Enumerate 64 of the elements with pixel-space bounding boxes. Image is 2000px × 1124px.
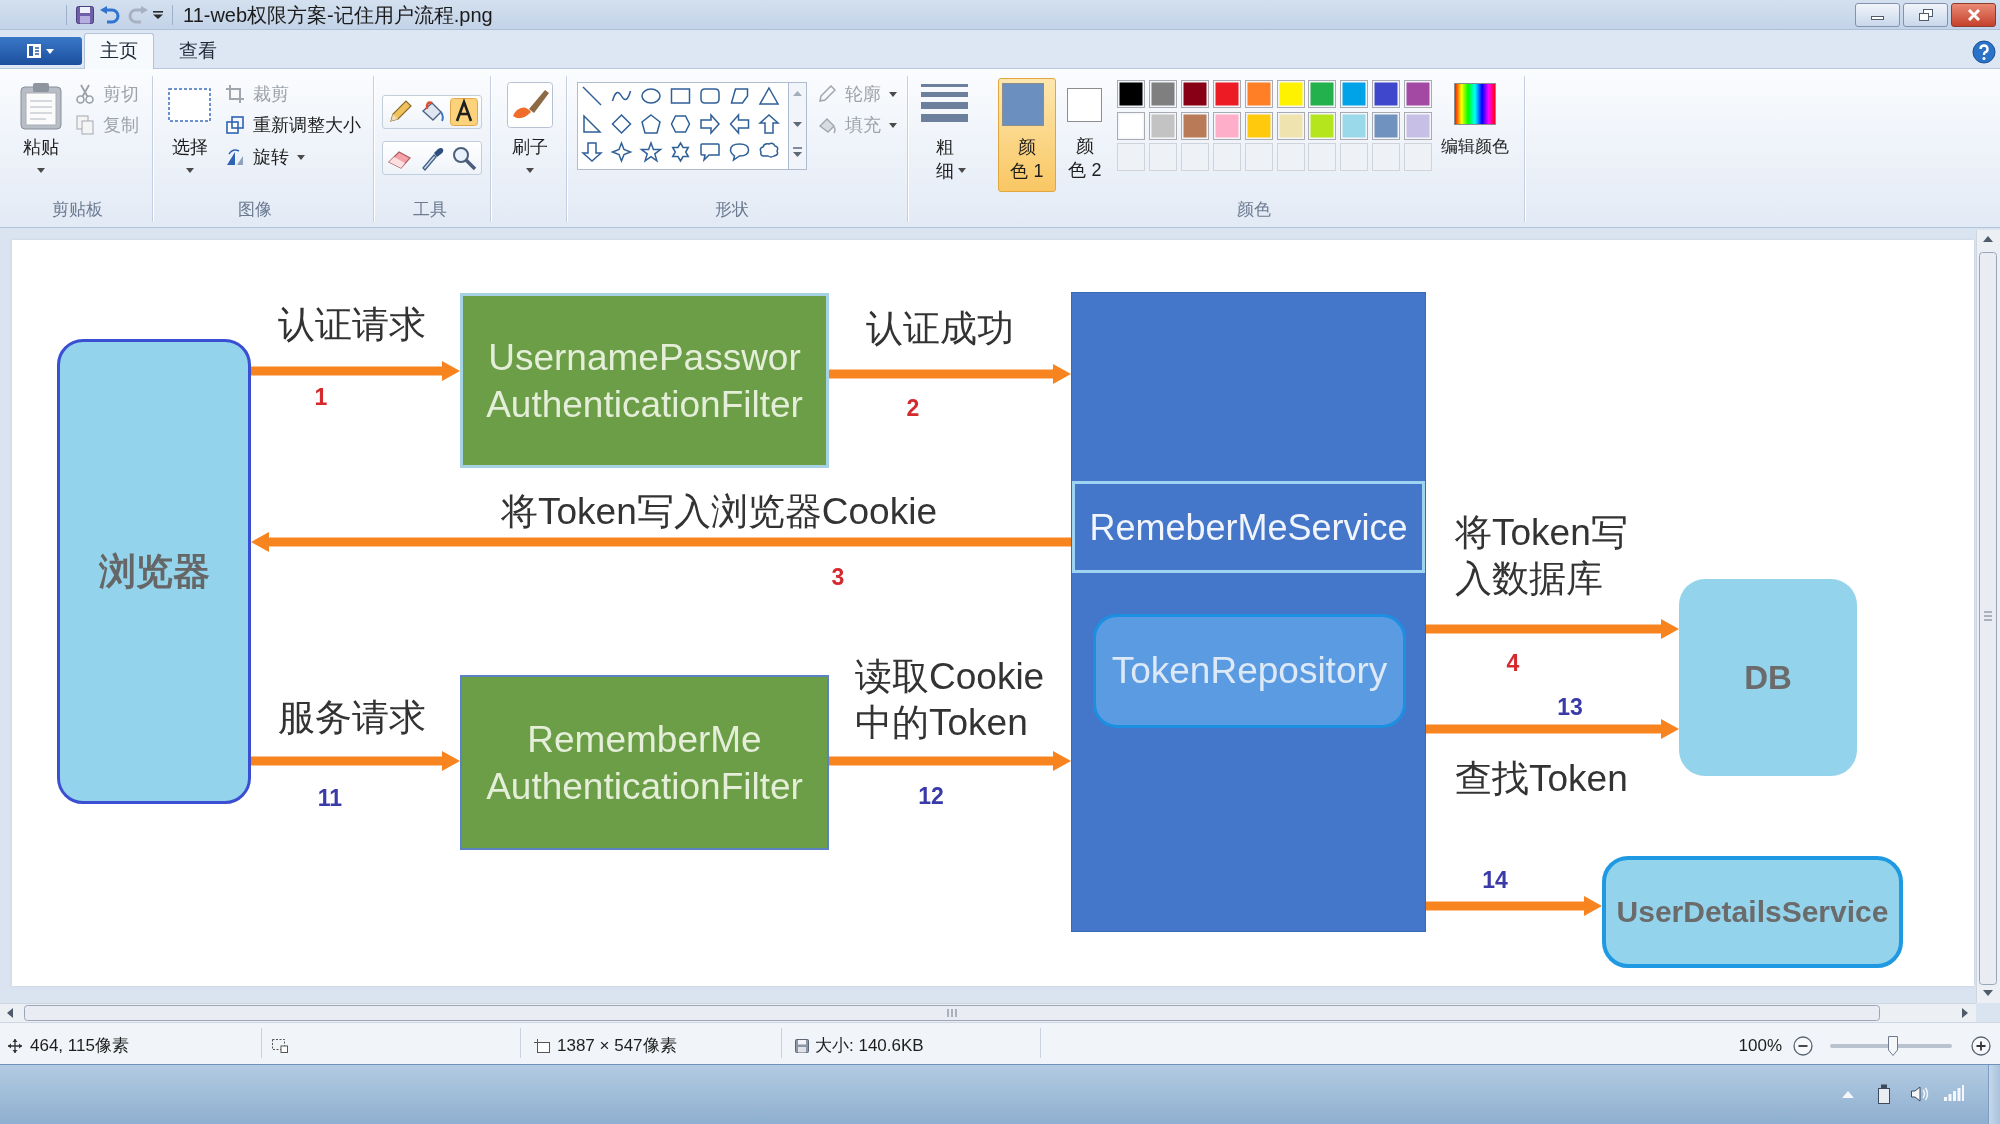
tab-label: 查看 — [179, 39, 217, 63]
node-label: TokenRepository — [1111, 649, 1388, 693]
step-number: 12 — [918, 782, 944, 810]
process-box — [460, 675, 829, 850]
command-label: 刷子 — [512, 136, 548, 159]
group-label: 图像 — [238, 200, 272, 220]
command-label: 旋转 — [253, 147, 289, 167]
arrow — [1426, 719, 1679, 739]
command-label: 粘贴 — [23, 136, 59, 159]
step-number: 11 — [317, 784, 343, 812]
node-label: 浏览器 — [98, 549, 210, 594]
command-label: 裁剪 — [253, 84, 289, 104]
rounded-box — [57, 339, 251, 804]
process-box — [1072, 481, 1425, 573]
step-number: 2 — [906, 394, 920, 422]
step-number: 1 — [314, 383, 328, 411]
arrow — [829, 364, 1071, 384]
command-label: 选择 — [172, 136, 208, 159]
tab: 主页 — [84, 33, 154, 69]
rounded-box — [1602, 856, 1903, 968]
group-label: 剪贴板 — [51, 200, 103, 220]
edge-label: 将Token写入数据库 — [1455, 511, 1629, 601]
arrow — [829, 751, 1071, 771]
edge-label: 查找Token — [1455, 757, 1628, 801]
edge-label: 认证成功 — [866, 307, 1014, 351]
command-label: 重新调整大小 — [253, 115, 361, 135]
rounded-box — [1679, 579, 1857, 776]
status-text: 大小: 140.6KB — [815, 1036, 924, 1056]
arrow — [251, 532, 1072, 552]
command-label: 剪切 — [103, 84, 139, 104]
rounded-box — [1093, 614, 1406, 728]
command-label: 颜色 2 — [1068, 135, 1102, 182]
command-label: 复制 — [103, 115, 139, 135]
status-text: 1387 × 547像素 — [557, 1036, 677, 1056]
node-label: UserDetailsService — [1616, 894, 1889, 930]
node-label: UsernamePasswor AuthenticationFilter — [485, 335, 804, 427]
group-label: 工具 — [413, 200, 447, 220]
status-text: 100% — [1738, 1036, 1782, 1056]
process-box — [460, 293, 829, 468]
step-number: 4 — [1506, 649, 1520, 677]
edge-label: 认证请求 — [278, 303, 426, 347]
command-label: 编辑颜色 — [1441, 136, 1509, 158]
command-label: 填充 — [845, 115, 881, 135]
group-label: 形状 — [715, 200, 749, 220]
container-box — [1071, 292, 1426, 932]
edge-label: 服务请求 — [278, 696, 426, 740]
arrow — [251, 751, 460, 771]
command-label: 粗细 — [935, 136, 955, 183]
node-label: DB — [1744, 658, 1792, 698]
edge-label: 读取Cookie中的Token — [855, 655, 1046, 745]
group-label: 颜色 — [1237, 200, 1271, 220]
arrow — [1426, 896, 1602, 916]
step-number: 14 — [1482, 866, 1508, 894]
window-title: 11-web权限方案-记住用户流程.png — [183, 3, 493, 27]
edge-label: 将Token写入浏览器Cookie — [501, 490, 937, 534]
step-number: 13 — [1557, 693, 1583, 721]
command-label: 轮廓 — [845, 84, 881, 104]
status-text: 464, 115像素 — [30, 1036, 129, 1056]
node-label: RemeberMeService — [1089, 505, 1408, 550]
arrow — [1426, 619, 1679, 639]
arrow — [251, 361, 460, 381]
step-number: 3 — [831, 563, 845, 591]
node-label: RememberMe AuthenticationFilter — [485, 717, 804, 809]
color-one-button: 颜色 1 — [998, 78, 1056, 192]
